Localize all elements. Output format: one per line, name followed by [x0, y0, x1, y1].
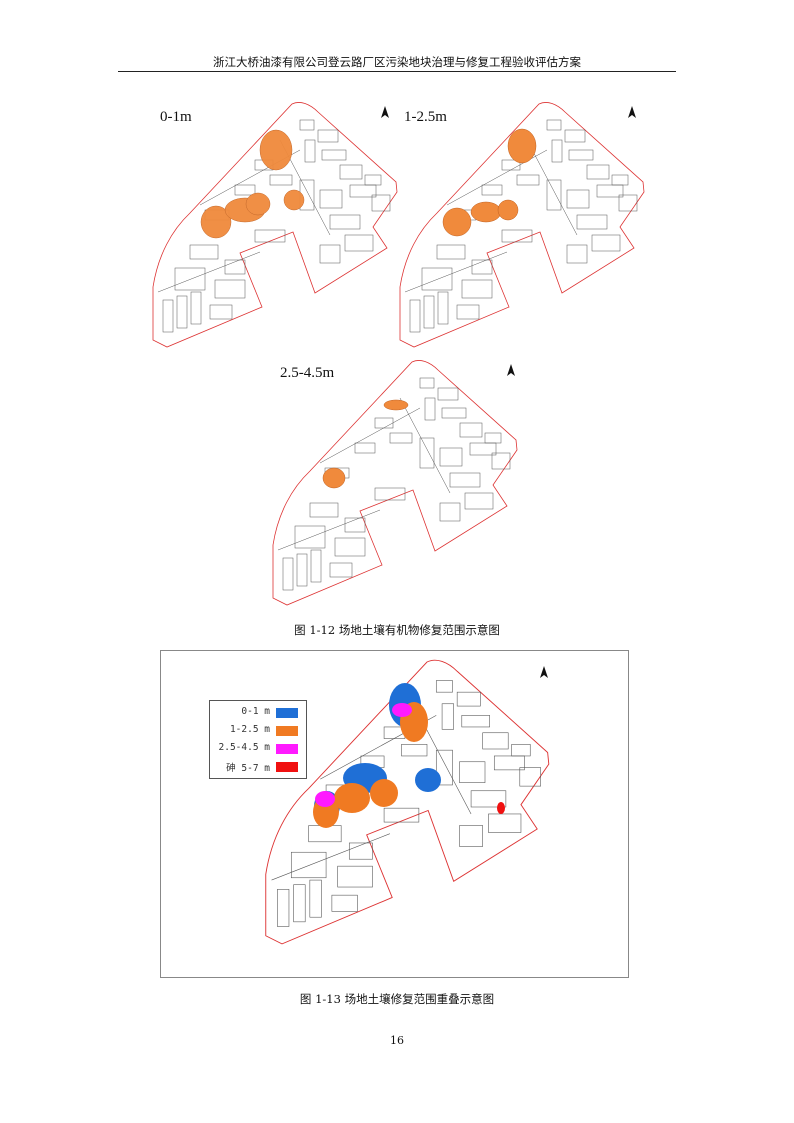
- figure-caption: 图 1-13 场地土壤修复范围重叠示意图: [299, 992, 495, 1006]
- legend-swatch: [276, 708, 298, 718]
- north-arrow-icon: [628, 106, 636, 118]
- running-header: 浙江大桥油漆有限公司登云路厂区污染地块治理与修复工程验收评估方案: [213, 55, 581, 69]
- legend-swatch: [276, 726, 298, 736]
- map-overlay: [265, 659, 550, 945]
- map-1-2.5m: [399, 102, 645, 348]
- legend-label: 2.5-4.5 m: [218, 742, 270, 753]
- map-label: 1-2.5m: [404, 109, 447, 125]
- header-divider: [118, 71, 676, 72]
- map-label: 0-1m: [160, 109, 192, 125]
- north-arrow-icon: [507, 364, 515, 376]
- legend-label: 砷 5-7 m: [226, 763, 270, 774]
- page-number: 16: [390, 1034, 404, 1047]
- legend-label: 1-2.5 m: [229, 724, 270, 735]
- legend-swatch: [276, 744, 298, 754]
- legend-item: 2.5-4.5 m: [210, 742, 306, 756]
- north-arrow-icon: [540, 666, 548, 678]
- map-0-1m: [152, 102, 398, 348]
- legend-swatch: [276, 762, 298, 772]
- legend-item: 0-1 m: [210, 706, 306, 720]
- overlay-map-frame: [160, 650, 629, 978]
- legend-item: 1-2.5 m: [210, 724, 306, 738]
- map-label: 2.5-4.5m: [280, 365, 335, 381]
- north-arrow-icon: [381, 106, 389, 118]
- map-2.5-4.5m: [272, 360, 518, 606]
- legend-label: 0-1 m: [241, 706, 270, 717]
- figure-caption: 图 1-12 场地土壤有机物修复范围示意图: [294, 623, 500, 637]
- map-legend: 0-1 m 1-2.5 m 2.5-4.5 m 砷 5-7 m: [209, 700, 307, 779]
- legend-item: 砷 5-7 m: [210, 760, 306, 774]
